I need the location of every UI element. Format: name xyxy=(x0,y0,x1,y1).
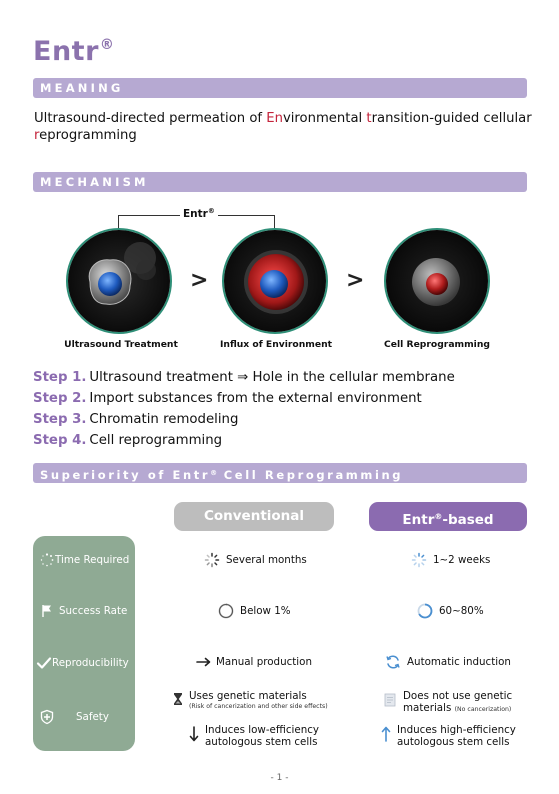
cell-image-ultrasound xyxy=(66,228,172,334)
superiority-heading: Superiority of Entr xyxy=(40,468,211,482)
criteria-time-required: Time Required xyxy=(33,552,135,570)
criteria-panel: Time Required Success Rate Reproducibili… xyxy=(33,536,135,751)
entr-safety-genetic-line1: Does not use genetic xyxy=(403,690,513,702)
meaning-heading: MEANING xyxy=(40,81,124,95)
cell-label-ultrasound: Ultrasound Treatment xyxy=(64,339,178,350)
entr-header-text: Entr xyxy=(402,512,435,528)
bracket-registered-mark: ® xyxy=(207,207,215,215)
step-number: Step 3. xyxy=(33,412,87,427)
cell-label-influx: Influx of Environment xyxy=(219,339,333,350)
entr-column-header: Entr®-based xyxy=(369,502,527,531)
criteria-label: Success Rate xyxy=(59,605,128,617)
step-text: Ultrasound treatment ⇒ Hole in the cellu… xyxy=(89,370,455,385)
criteria-reproducibility: Reproducibility xyxy=(33,655,135,673)
hourglass-icon xyxy=(174,693,182,705)
bracket-label-text: Entr xyxy=(183,208,208,220)
step-number: Step 1. xyxy=(33,370,87,385)
criteria-label: Reproducibility xyxy=(52,657,129,669)
entr-safety-genetic-note: (No cancerization) xyxy=(454,706,512,713)
step-text: Cell reprogramming xyxy=(89,433,223,448)
mechanism-section-bar: MECHANISM xyxy=(33,172,527,192)
shield-icon xyxy=(40,709,54,725)
ring-icon xyxy=(417,603,433,619)
criteria-safety: Safety xyxy=(33,709,135,727)
mechanism-heading: MECHANISM xyxy=(40,175,149,189)
cell-image-reprogramming xyxy=(384,228,490,334)
step-text: Import substances from the external envi… xyxy=(89,391,422,406)
steps-list: Step 1.Ultrasound treatment ⇒ Hole in th… xyxy=(33,367,455,451)
check-icon xyxy=(36,657,52,669)
step-item: Step 4.Cell reprogramming xyxy=(33,430,455,451)
meaning-text: Ultrasound-directed permeation of Enviro… xyxy=(34,110,534,144)
meaning-text-part: ransition-guided cellular xyxy=(371,111,532,126)
criteria-label: Time Required xyxy=(55,554,130,566)
conventional-reproducibility-value: Manual production xyxy=(216,656,312,668)
entr-success-value: 60~80% xyxy=(439,605,484,617)
entr-header-suffix: -based xyxy=(442,512,494,528)
entr-header-mark: ® xyxy=(434,512,443,521)
arrow-down-icon xyxy=(189,726,199,742)
meaning-highlight-en: En xyxy=(266,111,283,126)
title-registered-mark: ® xyxy=(99,37,115,53)
entr-safety-genetic-line2: materials (No cancerization) xyxy=(403,702,511,716)
superiority-registered-mark: ® xyxy=(210,469,218,477)
arrow-icon: > xyxy=(346,268,365,293)
arrow-icon: > xyxy=(190,268,209,293)
conventional-time-value: Several months xyxy=(226,554,307,566)
arrow-up-icon xyxy=(381,726,391,742)
meaning-section-bar: MEANING xyxy=(33,78,527,98)
conventional-success-value: Below 1% xyxy=(240,605,291,617)
entr-bracket-label: Entr® xyxy=(180,207,218,220)
cell-label-reprogramming: Cell Reprogramming xyxy=(384,339,490,350)
title-text: Entr xyxy=(33,36,99,67)
step-item: Step 1.Ultrasound treatment ⇒ Hole in th… xyxy=(33,367,455,388)
meaning-text-part: Ultrasound-directed permeation of xyxy=(34,111,267,126)
page-number: - 1 - xyxy=(270,773,289,783)
criteria-label: Safety xyxy=(76,711,109,723)
spinner-icon xyxy=(411,552,427,568)
meaning-text-part: vironmental xyxy=(282,111,367,126)
step-item: Step 2.Import substances from the extern… xyxy=(33,388,455,409)
arrow-right-icon xyxy=(196,657,211,667)
conventional-safety-genetic-text: Uses genetic materials xyxy=(189,690,307,702)
meaning-text-part: eprogramming xyxy=(39,128,137,143)
entr-time-value: 1~2 weeks xyxy=(433,554,491,566)
conventional-safety-genetic-note: (Risk of cancerization and other side ef… xyxy=(189,703,328,710)
meaning-highlight-r: r xyxy=(34,128,40,143)
conventional-safety-efficiency-line1: Induces low-efficiency xyxy=(205,724,319,736)
step-text: Chromatin remodeling xyxy=(89,412,239,427)
spinner-icon xyxy=(204,552,220,568)
entr-safety-efficiency-line1: Induces high-efficiency xyxy=(397,724,516,736)
entr-safety-efficiency-line2: autologous stem cells xyxy=(397,736,510,748)
criteria-success-rate: Success Rate xyxy=(33,603,135,621)
flag-icon xyxy=(42,605,51,617)
meaning-highlight-t: t xyxy=(366,111,372,126)
step-number: Step 2. xyxy=(33,391,87,406)
conventional-safety-efficiency-line2: autologous stem cells xyxy=(205,736,318,748)
step-number: Step 4. xyxy=(33,433,87,448)
entr-safety-genetic-line2-text: materials xyxy=(403,702,452,714)
superiority-section-bar: Superiority of Entr® Cell Reprogramming xyxy=(33,463,527,483)
page-title: Entr® xyxy=(33,36,114,67)
spinner-icon xyxy=(40,553,54,567)
entr-reproducibility-value: Automatic induction xyxy=(407,656,511,668)
refresh-icon xyxy=(386,655,400,669)
ring-icon xyxy=(218,603,234,619)
mechanism-diagram: Entr® > > xyxy=(0,207,559,357)
document-icon xyxy=(384,693,396,707)
conventional-column-header: Conventional xyxy=(174,502,334,531)
cell-image-influx xyxy=(222,228,328,334)
step-item: Step 3.Chromatin remodeling xyxy=(33,409,455,430)
superiority-heading-rest: Cell Reprogramming xyxy=(217,468,404,482)
